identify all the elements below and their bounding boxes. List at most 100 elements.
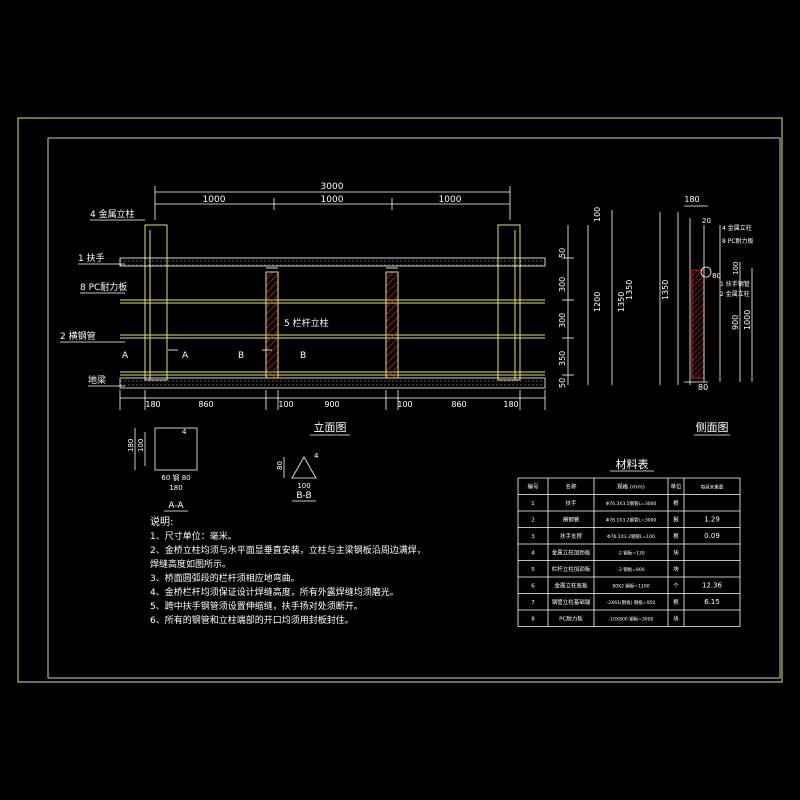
materials-cell-5-2: 80X2 钢板=1100 xyxy=(612,583,649,590)
notes: 说明: 1、尺寸单位：毫米。 2、金桥立柱均须与水平面显垂直安装，立柱与主梁钢板… xyxy=(150,515,426,626)
label-baluster: 5 栏杆立柱 xyxy=(284,317,329,329)
section-b: 80 100 4 B-B xyxy=(276,452,319,502)
side-pc-board xyxy=(691,269,705,379)
section-a-title: A-A xyxy=(168,501,184,511)
materials-cell-0-3: 根 xyxy=(673,499,679,507)
elevation-view: 3000 1000 1000 1000 4 金属立柱 1 扶手 8 PC耐力板 … xyxy=(60,182,626,436)
materials-cell-3-3: 块 xyxy=(673,549,679,557)
side-handrail-tube xyxy=(700,266,712,278)
handrail xyxy=(119,257,546,267)
section-a: 180 100 60 钢 80 180 4 A-A xyxy=(127,427,198,512)
materials-cell-1-2: Φ76.1X3.2钢管L=3000 xyxy=(606,517,657,524)
materials-header-4: 每延米重量 xyxy=(701,484,724,491)
materials-cell-2-0: 3 xyxy=(531,534,535,540)
dim-top-2: 1000 xyxy=(321,195,344,205)
materials-title: 材料表 xyxy=(616,457,649,471)
label-tube: 2 横钢管 xyxy=(60,330,96,342)
materials-header-3: 单位 xyxy=(670,483,682,491)
side-label-2: 8 PC耐力板 xyxy=(722,237,754,245)
section-a-dim-bottom: 60 钢 80 xyxy=(161,473,190,482)
dim-bottom-3: 100 xyxy=(278,400,293,409)
ground-beam xyxy=(119,377,546,389)
section-a-dim-left-2: 100 xyxy=(137,439,145,452)
materials-cell-0-0: 1 xyxy=(531,501,535,507)
materials-header-1: 名称 xyxy=(565,483,577,491)
dim-bottom-6: 860 xyxy=(451,400,466,409)
materials-cell-6-4: 6.15 xyxy=(704,598,720,606)
side-dim-top-small: 20 xyxy=(702,217,711,225)
dim-right-total-outer: 1350 xyxy=(617,292,626,312)
dim-right-3: 300 xyxy=(558,313,567,328)
elevation-title: 立面图 xyxy=(314,420,347,434)
materials-cell-7-3: 块 xyxy=(673,615,679,623)
materials-cell-7-2: -10X800 钢板=3000 xyxy=(609,616,654,623)
dim-bottom-1: 180 xyxy=(145,400,160,409)
side-label-4: 2 金属立柱 xyxy=(720,290,750,298)
side-dim-left: 1350 xyxy=(661,280,670,300)
note-4: 4、金桥栏杆均须保证设计焊缝高度，所有外露焊缝均须磨光。 xyxy=(150,586,399,598)
note-5: 5、跨中扶手钢管须设置伸缩缝，扶手扬对处须断开。 xyxy=(150,600,363,612)
section-mark-b1: B xyxy=(238,351,244,361)
materials-cell-5-4: 12.36 xyxy=(702,582,723,590)
side-dim-top: 180 xyxy=(684,195,699,204)
materials-cell-2-3: 根 xyxy=(673,532,679,540)
baluster-2 xyxy=(385,271,399,379)
materials-cell-6-2: -2X61(钢板) 钢板=950 xyxy=(607,599,656,606)
section-b-triangle xyxy=(291,456,317,479)
section-b-dim-left: 80 xyxy=(276,461,284,470)
materials-cell-4-0: 5 xyxy=(531,567,535,573)
materials-cell-1-1: 横钢管 xyxy=(563,516,580,524)
dim-bottom-4: 900 xyxy=(324,400,339,409)
note-2b: 焊缝高度如图所示。 xyxy=(150,558,231,570)
side-view-title: 侧面图 xyxy=(696,421,729,434)
side-dim-right-1350: 1350 xyxy=(625,280,634,300)
dim-right-total-inner: 1200 xyxy=(593,292,602,312)
dim-right-top: 100 xyxy=(593,207,602,222)
baluster-1 xyxy=(265,271,279,379)
materials-cell-3-2: -2 钢板=130 xyxy=(617,550,644,557)
inner-frame xyxy=(47,137,781,679)
dim-bottom-5: 100 xyxy=(397,400,412,409)
materials-cell-5-1: 金属立柱底板 xyxy=(554,582,588,590)
notes-heading: 说明: xyxy=(150,515,173,528)
materials-cell-4-3: 块 xyxy=(673,565,679,573)
materials-header-0: 编号 xyxy=(527,483,539,491)
note-6: 6、所有的钢管和立柱端部的开口均须用封板封住。 xyxy=(150,614,354,626)
section-a-square xyxy=(154,427,198,471)
side-dim-900: 900 xyxy=(731,315,740,330)
materials-cell-6-0: 7 xyxy=(531,600,535,606)
section-b-dim-bottom: 100 xyxy=(297,482,310,490)
materials-cell-3-1: 金属立柱加劲板 xyxy=(552,549,591,557)
dim-top-3: 1000 xyxy=(439,195,462,205)
materials-cell-0-1: 扶手 xyxy=(565,499,577,507)
dim-total: 3000 xyxy=(321,182,344,192)
side-dim-100: 100 xyxy=(732,262,740,275)
note-2: 2、金桥立柱均须与水平面显垂直安装，立柱与主梁钢板沿周边满焊， xyxy=(150,544,426,556)
section-a-dim-left-1: 180 xyxy=(127,439,135,452)
note-3: 3、桥面圆弧段的栏杆须相应地弯曲。 xyxy=(150,572,300,584)
section-b-mark: 4 xyxy=(314,452,319,460)
side-label-3: 1 扶手钢管 xyxy=(720,280,750,288)
label-post: 4 金属立柱 xyxy=(90,208,135,220)
note-1: 1、尺寸单位：毫米。 xyxy=(150,530,237,542)
section-mark-a1: A xyxy=(122,351,129,361)
side-dim-bottom: 80 xyxy=(698,383,708,392)
materials-cell-2-1: 扶手支撑 xyxy=(560,532,583,540)
label-handrail: 1 扶手 xyxy=(78,252,105,264)
side-label-1: 4 金属立柱 xyxy=(722,224,752,232)
side-dim-1000: 1000 xyxy=(743,310,752,330)
section-mark-b2: B xyxy=(300,351,306,361)
materials-header-2: 规格 (mm) xyxy=(617,483,645,491)
outer-frame xyxy=(17,117,783,683)
materials-cell-1-0: 2 xyxy=(531,518,535,524)
label-ground: 地梁 xyxy=(88,374,106,386)
materials-cell-6-1: 钢管立柱基础锚 xyxy=(552,598,591,606)
materials-cell-3-0: 4 xyxy=(531,551,535,557)
section-b-title: B-B xyxy=(296,491,311,501)
materials-cell-4-2: -2 钢板=800 xyxy=(617,566,644,573)
section-mark-a2: A xyxy=(182,351,189,361)
materials-cell-1-4: 1.29 xyxy=(704,516,720,524)
materials-cell-5-0: 6 xyxy=(531,584,535,590)
